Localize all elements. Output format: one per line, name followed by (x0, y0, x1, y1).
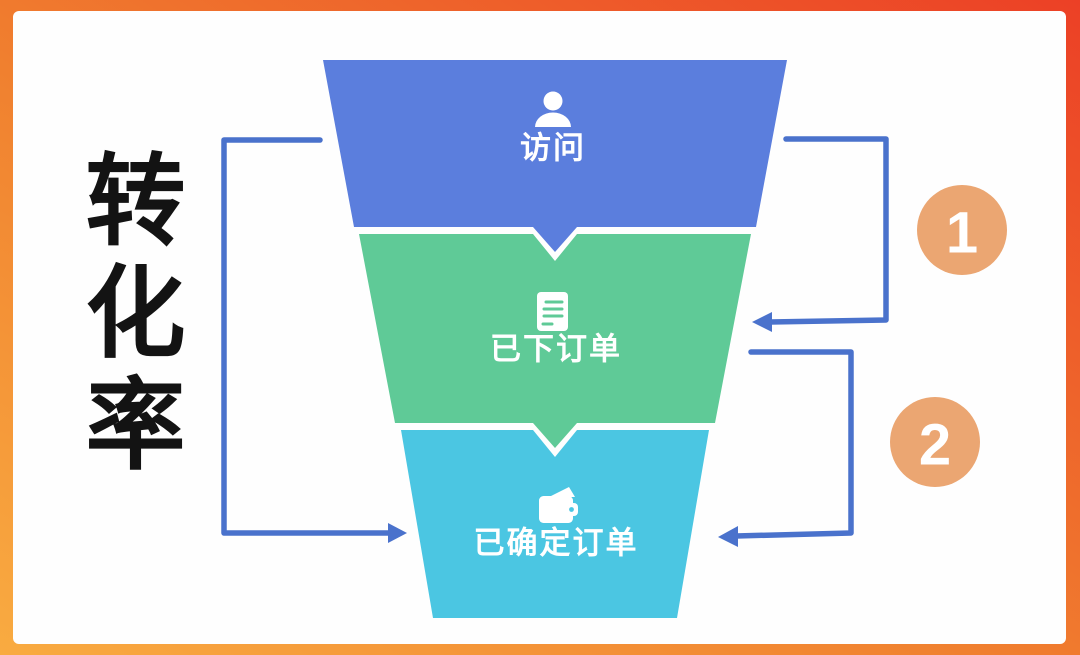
funnel-stage-order-confirmed (401, 430, 709, 618)
user-icon (535, 91, 571, 127)
page-title: 转化率 (70, 148, 182, 484)
funnel-stage-visit (323, 60, 787, 252)
arrowhead-overall-icon (388, 523, 407, 543)
badge-step2: 2 (890, 397, 980, 487)
document-icon (537, 292, 568, 331)
stage-label-visit: 访问 (520, 131, 586, 166)
arrowhead-step2-icon (718, 526, 738, 547)
arrow-step1-conversion (767, 136, 889, 325)
stage-label-order-confirmed: 已确定订单 (474, 526, 639, 561)
badge-step1-number: 1 (946, 201, 978, 266)
arrowhead-step1-icon (752, 312, 772, 332)
arrow-step2-conversion (733, 349, 854, 539)
badge-step1: 1 (917, 185, 1007, 275)
wallet-icon (539, 487, 578, 523)
badge-step2-number: 2 (919, 413, 951, 478)
stage-label-order-placed: 已下订单 (490, 332, 622, 367)
arrow-overall-conversion (221, 137, 393, 536)
funnel-stage-order-placed (359, 234, 751, 448)
